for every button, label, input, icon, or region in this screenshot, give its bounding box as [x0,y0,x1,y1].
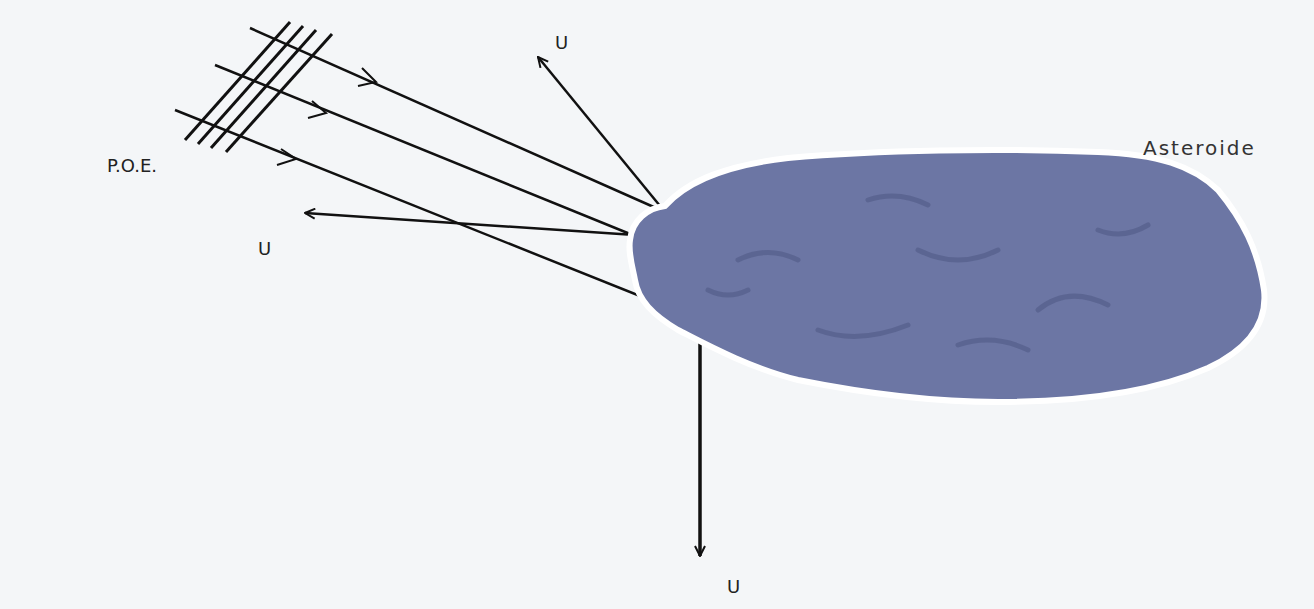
crater-shading [708,290,748,295]
scattered-rays [305,57,700,556]
velocity-label: U [555,34,568,52]
asteroid-label: Asteroide [1143,138,1256,158]
wavefront-lines [185,22,332,152]
asteroid-surface [629,150,1264,402]
incident-rays [175,28,700,320]
velocity-label: U [727,578,740,596]
ray-chevrons [277,68,376,165]
crater-shading [918,250,998,260]
asteroid-body: Asteroide [618,140,1282,412]
crater-shading [868,196,928,205]
crater-shading [1098,225,1148,234]
asteroid-shape [618,140,1282,412]
velocity-label: U [258,240,271,258]
crater-shading [958,340,1028,350]
crater-shading [1038,296,1108,310]
wavefront-label: P.O.E. [107,157,157,175]
crater-shading [738,253,798,261]
crater-shading [818,325,908,336]
